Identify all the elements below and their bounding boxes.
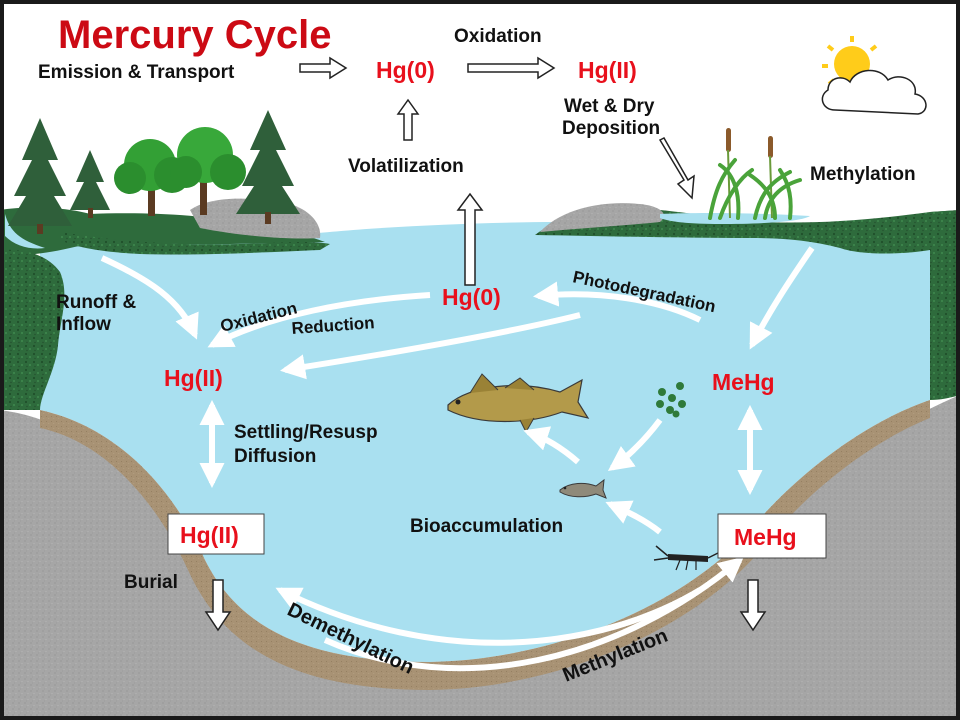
- wetland-methylation-label: Methylation: [810, 164, 916, 185]
- algae-cluster-icon: [656, 382, 686, 418]
- water-hg0-label: Hg(0): [442, 284, 501, 310]
- deposition-label-line2: Deposition: [562, 118, 660, 139]
- left-shore-lip: [60, 232, 330, 255]
- atm-hg2-label: Hg(II): [578, 57, 637, 83]
- atm-hg0-label: Hg(0): [376, 57, 435, 83]
- crayfish-icon: [653, 545, 721, 571]
- burial-label: Burial: [124, 572, 178, 593]
- minnow-fish-icon: [559, 478, 607, 499]
- bioaccumulation-label: Bioaccumulation: [410, 516, 563, 537]
- settling-label-line1: Settling/Resusp: [234, 422, 378, 443]
- deposition-label-line1: Wet & Dry: [564, 96, 655, 117]
- sediment-mehg-box: MeHg: [717, 513, 827, 559]
- emission-transport-label: Emission & Transport: [38, 62, 235, 83]
- settling-label-line2: Diffusion: [234, 446, 316, 467]
- water-hg2-label: Hg(II): [164, 365, 223, 391]
- atm-oxidation-label: Oxidation: [454, 26, 542, 47]
- right-boulder: [540, 203, 664, 232]
- sediment-mehg-label: MeHg: [734, 524, 797, 550]
- inflow-stream: [5, 214, 45, 249]
- atmosphere-arrows: [299, 56, 695, 286]
- right-shore-edge: [930, 210, 960, 250]
- volatilization-label: Volatilization: [348, 156, 464, 177]
- runoff-label-line2: Inflow: [56, 314, 111, 335]
- sun-cloud-icon: [821, 36, 927, 115]
- cattail-reeds: [708, 128, 802, 220]
- water-mehg-label: MeHg: [712, 369, 775, 395]
- sediment-hg2-label: Hg(II): [180, 522, 239, 548]
- diagram-title: Mercury Cycle: [58, 13, 331, 57]
- sediment-hg2-box: Hg(II): [167, 513, 265, 555]
- left-shore-bank: [0, 249, 65, 410]
- conifer-trees: [8, 110, 300, 234]
- burial-arrows: [204, 579, 767, 632]
- runoff-label-line1: Runoff &: [56, 292, 136, 313]
- deciduous-trees: [114, 127, 246, 216]
- flow-arrows: [100, 152, 815, 672]
